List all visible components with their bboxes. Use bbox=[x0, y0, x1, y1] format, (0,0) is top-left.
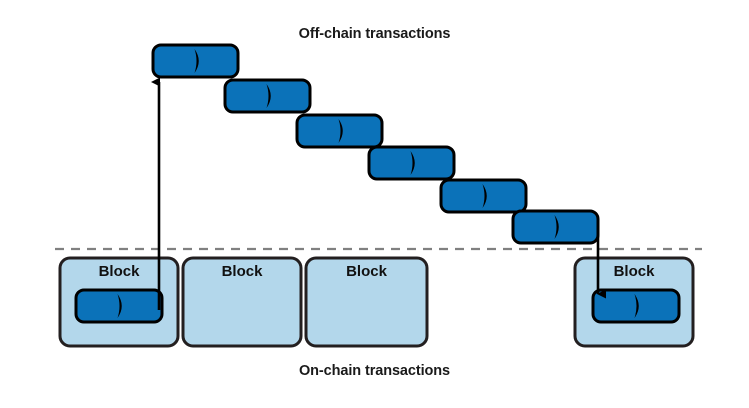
onchain-block-1 bbox=[58, 256, 180, 348]
transaction-marker-icon bbox=[482, 184, 487, 208]
onchain-block-3 bbox=[304, 256, 429, 348]
onchain-block-2-label: Block bbox=[221, 263, 263, 280]
transaction-marker-icon bbox=[554, 215, 559, 239]
transaction-marker-icon bbox=[194, 49, 199, 73]
transaction-marker-icon bbox=[266, 84, 271, 108]
offchain-transaction-3 bbox=[295, 113, 384, 149]
offchain-transaction-1 bbox=[151, 43, 240, 79]
onchain-block-1-label: Block bbox=[98, 263, 140, 280]
onchain-block-1-transaction bbox=[74, 288, 164, 324]
onchain-block-2 bbox=[181, 256, 303, 348]
offchain-transaction-5 bbox=[439, 178, 528, 214]
transaction-marker-icon bbox=[117, 294, 122, 318]
offchain-transaction-2 bbox=[223, 78, 312, 114]
transaction-marker-icon bbox=[634, 294, 639, 318]
offchain-transaction-6 bbox=[511, 209, 600, 245]
offchain-transaction-4 bbox=[367, 145, 456, 181]
onchain-block-4-label: Block bbox=[613, 263, 655, 280]
transaction-marker-icon bbox=[338, 119, 343, 143]
offchain-caption: Off-chain transactions bbox=[298, 26, 451, 42]
onchain-caption: On-chain transactions bbox=[299, 363, 450, 379]
onchain-block-4 bbox=[573, 256, 695, 348]
onchain-block-4-transaction bbox=[591, 288, 681, 324]
transaction-marker-icon bbox=[410, 151, 415, 175]
onchain-block-3-label: Block bbox=[346, 263, 387, 280]
